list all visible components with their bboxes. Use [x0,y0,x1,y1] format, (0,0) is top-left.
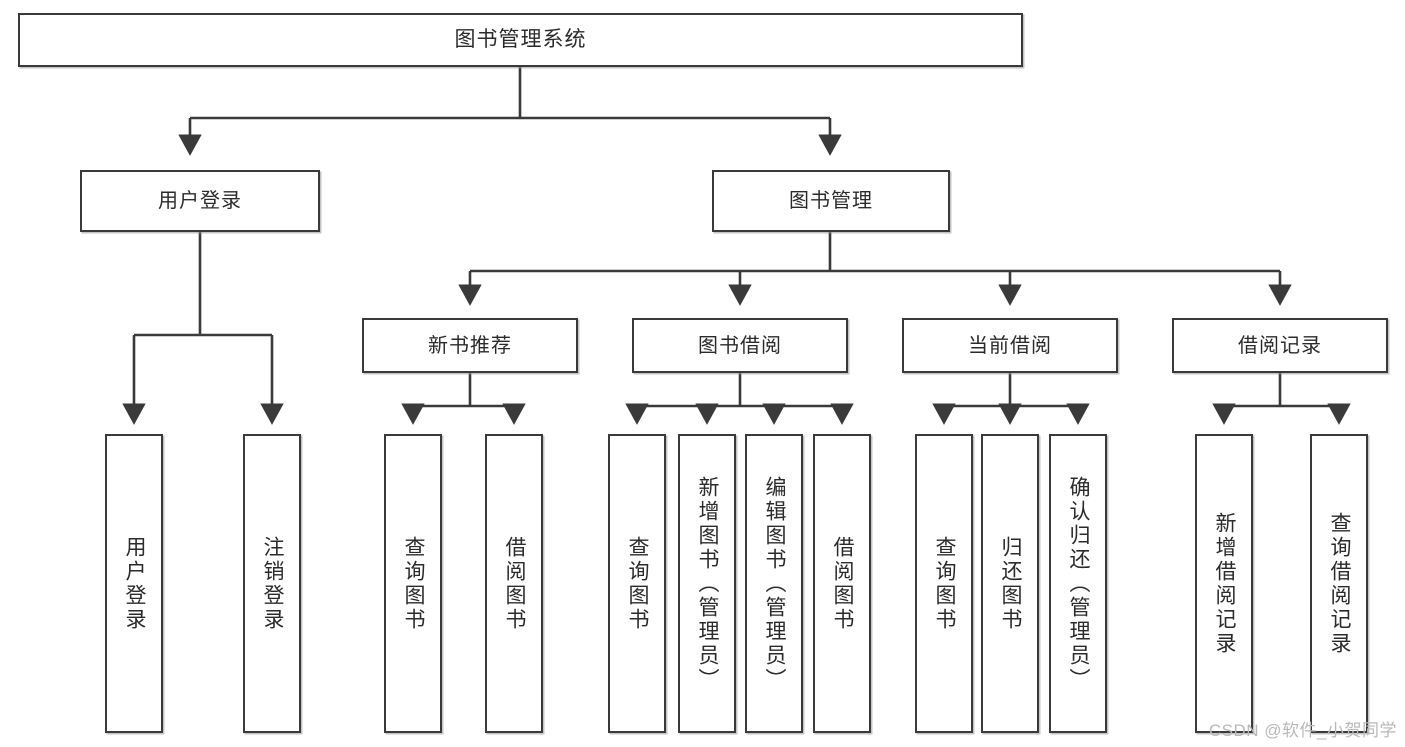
leaf-user-login[interactable]: 用户登录 [105,434,163,733]
leaf-return-book[interactable]: 归还图书 [981,434,1039,733]
node-root-system[interactable]: 图书管理系统 [18,13,1023,67]
node-label: 查询借阅记录 [1328,511,1352,656]
leaf-add-record[interactable]: 新增借阅记录 [1195,434,1253,733]
node-label: 用户登录 [158,190,242,212]
leaf-edit-book[interactable]: 编辑图书（管理员） [745,434,803,733]
node-label: 新增图书（管理员） [696,475,720,692]
node-current-borrow[interactable]: 当前借阅 [902,318,1118,373]
leaf-add-book[interactable]: 新增图书（管理员） [678,434,736,733]
node-label: 新书推荐 [428,334,512,357]
node-label: 新增借阅记录 [1213,511,1237,656]
leaf-query-book-2[interactable]: 查询图书 [608,434,666,733]
node-label: 确认归还（管理员） [1067,475,1091,692]
leaf-borrow-book-2[interactable]: 借阅图书 [813,434,871,733]
node-new-book-recommend[interactable]: 新书推荐 [362,318,578,373]
leaf-query-book-1[interactable]: 查询图书 [384,434,442,733]
node-label: 借阅记录 [1238,334,1322,357]
node-label: 借阅图书 [831,535,855,632]
leaf-borrow-book-1[interactable]: 借阅图书 [485,434,543,733]
node-label: 查询图书 [933,535,957,632]
node-label: 用户登录 [123,535,147,632]
node-label: 查询图书 [626,535,650,632]
leaf-query-record[interactable]: 查询借阅记录 [1310,434,1368,733]
node-label: 归还图书 [999,535,1023,632]
node-label: 图书管理系统 [454,28,587,52]
node-label: 注销登录 [261,535,285,632]
leaf-confirm-return[interactable]: 确认归还（管理员） [1049,434,1107,733]
node-label: 编辑图书（管理员） [763,475,787,692]
node-book-management[interactable]: 图书管理 [712,170,950,232]
watermark-text: CSDN @软件_小贺同学 [1208,721,1397,740]
leaf-logout[interactable]: 注销登录 [243,434,301,733]
node-label: 查询图书 [402,535,426,632]
node-borrow-records[interactable]: 借阅记录 [1172,318,1388,373]
node-book-borrow[interactable]: 图书借阅 [632,318,848,373]
node-user-login[interactable]: 用户登录 [80,170,320,232]
leaf-query-book-3[interactable]: 查询图书 [915,434,973,733]
node-label: 图书借阅 [698,334,782,357]
node-label: 借阅图书 [503,535,527,632]
node-label: 图书管理 [789,190,873,212]
node-label: 当前借阅 [968,334,1052,357]
